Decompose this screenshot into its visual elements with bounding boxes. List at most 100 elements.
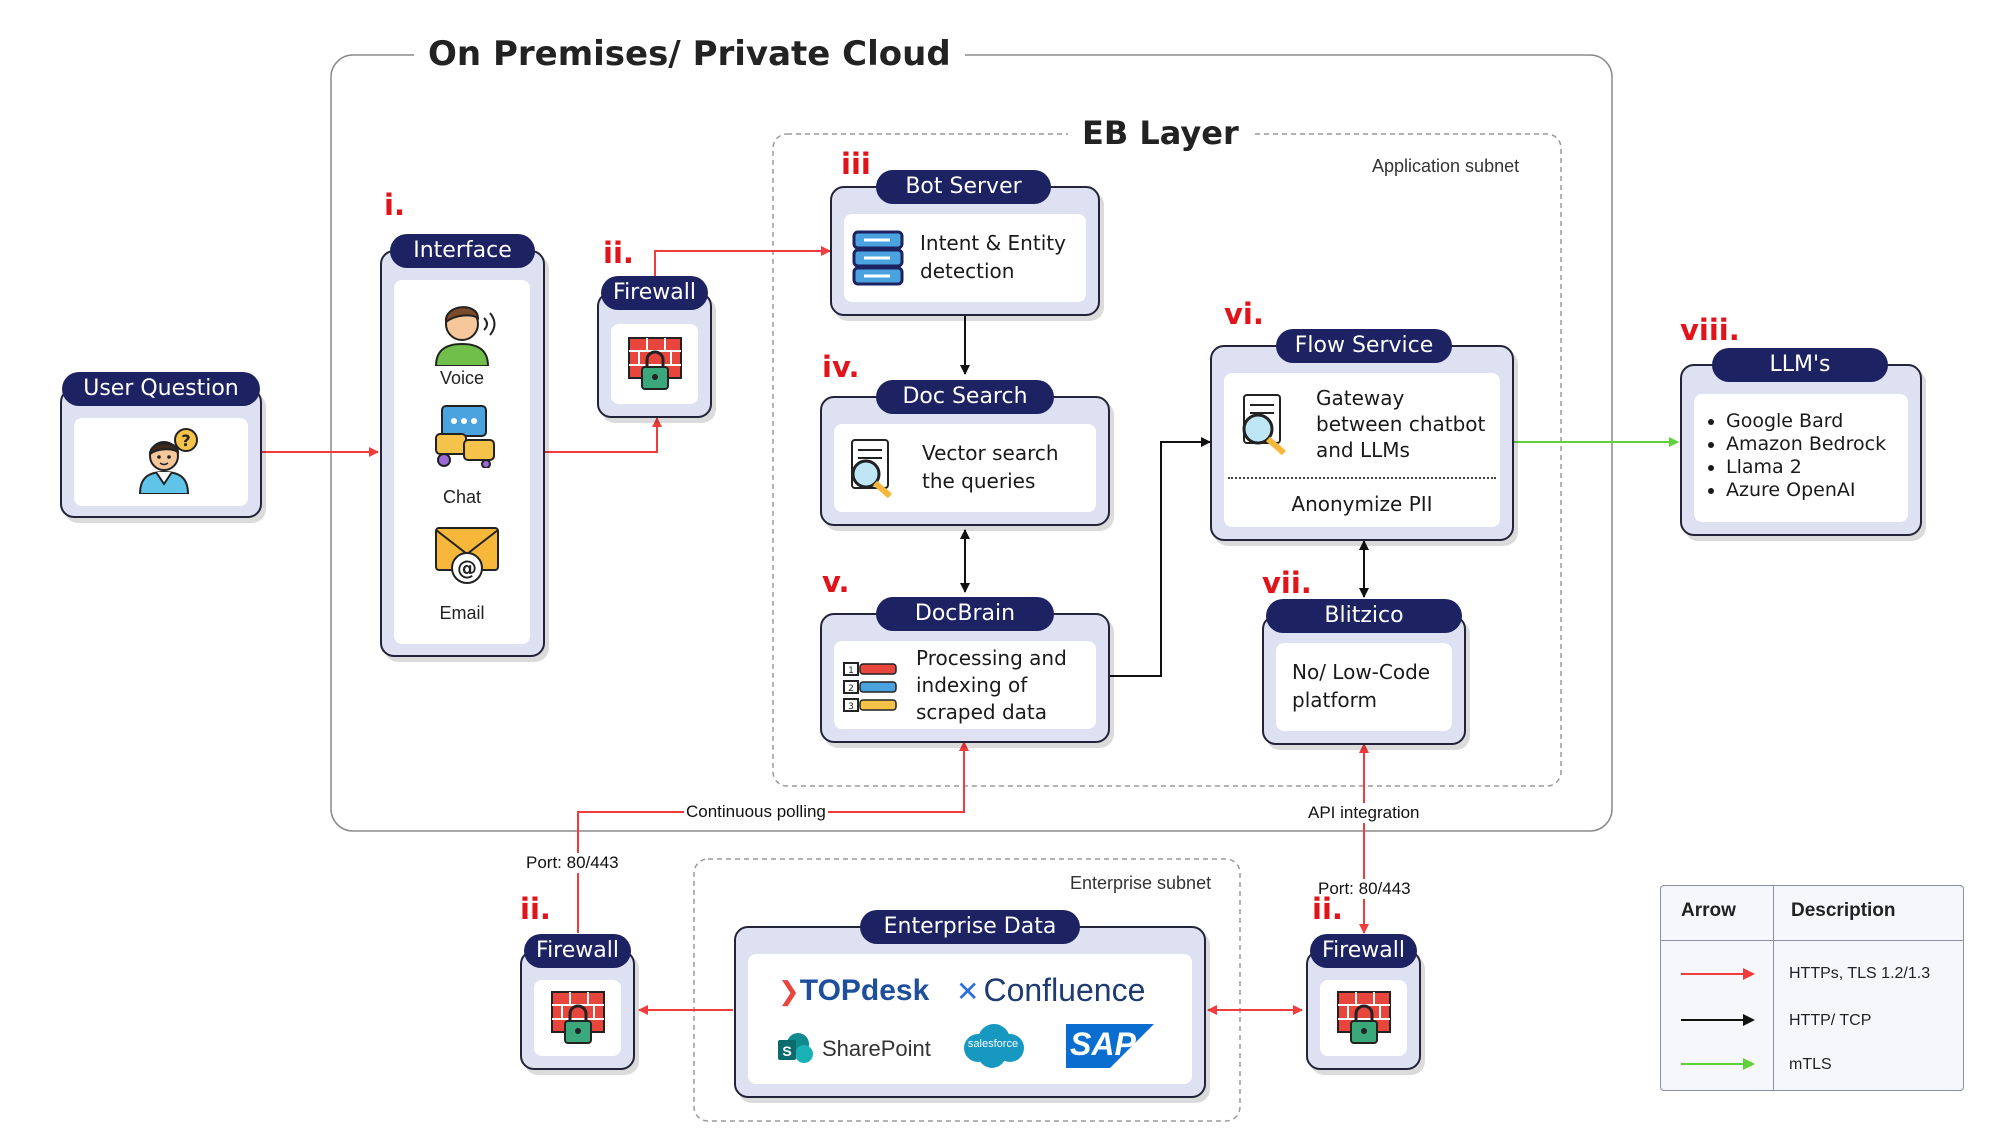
llms-header: LLM's: [1712, 348, 1888, 382]
doc-search-number: iv.: [822, 350, 860, 384]
bot-server-number: iii: [841, 147, 871, 181]
blitzico-number: vii.: [1262, 566, 1312, 600]
legend-column-divider: [1773, 886, 1774, 1090]
firewall-left-inner: [534, 980, 621, 1056]
voice-user-icon: [434, 306, 496, 366]
indexed-list-icon: 1 2 3: [843, 662, 897, 712]
legend-mtls-label: mTLS: [1789, 1056, 1832, 1073]
firewall-right-inner: [1320, 980, 1407, 1056]
interface-number: i.: [384, 188, 405, 222]
doc-search-node: Vector search the queries Doc Search: [820, 380, 1110, 526]
server-icon: [852, 230, 904, 286]
blitzico-line1: No/ Low-Code: [1292, 660, 1431, 684]
topdesk-logo-text: TOPdesk: [799, 974, 930, 1007]
on-premises-title: On Premises/ Private Cloud: [414, 34, 965, 74]
gateway-document-icon: [1242, 394, 1286, 455]
sap-logo: SAP: [1066, 1024, 1154, 1068]
firewall-right-header: Firewall: [1310, 934, 1417, 968]
legend-description-header: Description: [1791, 900, 1896, 921]
blitzico-line2: platform: [1292, 688, 1377, 712]
llms-node: Google Bard Amazon Bedrock Llama 2 Azure…: [1680, 348, 1922, 536]
enterprise-data-inner: ❯TOPdesk ✕Confluence S SharePoint salesf…: [748, 954, 1192, 1084]
firewall-right-port: Port: 80/443: [1318, 879, 1411, 899]
application-subnet-label: Application subnet: [1368, 156, 1524, 177]
llm-item: Azure OpenAI: [1726, 479, 1886, 502]
llm-item: Google Bard: [1726, 410, 1886, 433]
firewall-left-number: ii.: [520, 892, 551, 926]
interface-email-label: Email: [439, 603, 485, 623]
svg-text:S: S: [782, 1043, 791, 1059]
firewall-top-number: ii.: [603, 236, 634, 270]
firewall-left-node: Firewall: [520, 934, 635, 1070]
firewall-top-inner: [611, 324, 698, 404]
firewall-left-header: Firewall: [524, 934, 631, 968]
firewall-right-number: ii.: [1312, 892, 1343, 926]
salesforce-cloud-icon: [964, 1024, 1024, 1068]
continuous-polling-label: Continuous polling: [684, 802, 828, 822]
svg-text:3: 3: [848, 702, 854, 712]
enterprise-data-node: ❯TOPdesk ✕Confluence S SharePoint salesf…: [734, 910, 1206, 1098]
bot-server-line1: Intent & Entity: [920, 231, 1066, 255]
salesforce-logo-text: salesforce: [967, 1038, 1019, 1050]
interface-voice-label: Voice: [439, 368, 485, 388]
svg-text:2: 2: [848, 684, 854, 694]
bot-server-header: Bot Server: [876, 170, 1051, 204]
bot-server-node: Intent & Entity detection Bot Server: [830, 170, 1100, 316]
docbrain-header: DocBrain: [876, 597, 1054, 631]
legend-mtls-arrow: [1681, 1058, 1755, 1070]
flow-service-divider: [1228, 477, 1496, 479]
interface-inner: Voice Chat @ Email: [394, 280, 530, 644]
interface-header: Interface: [390, 234, 535, 268]
llm-item: Llama 2: [1726, 456, 1886, 479]
svg-text:1: 1: [848, 666, 854, 676]
firewall-right-node: Firewall: [1306, 934, 1421, 1070]
doc-search-header: Doc Search: [876, 380, 1054, 414]
topdesk-logo: ❯TOPdesk: [778, 974, 929, 1008]
salesforce-logo: salesforce: [960, 1022, 1026, 1070]
bot-server-line2: detection: [920, 259, 1015, 283]
blitzico-node: No/ Low-Code platform Blitzico: [1262, 599, 1466, 745]
sap-logo-text: SAP: [1070, 1026, 1136, 1062]
legend-header-divider: [1661, 940, 1963, 941]
legend-https-label: HTTPs, TLS 1.2/1.3: [1789, 965, 1931, 982]
enterprise-subnet-container: [693, 858, 1241, 1122]
firewall-top-icon: [628, 337, 682, 390]
confluence-logo-text: Confluence: [983, 972, 1146, 1008]
flow-service-inner: Gateway between chatbot and LLMs Anonymi…: [1224, 373, 1500, 527]
interface-chat-label: Chat: [442, 487, 482, 507]
flow-service-footer: Anonymize PII: [1291, 492, 1433, 516]
docbrain-line1: Processing and: [916, 646, 1067, 670]
api-integration-label: API integration: [1306, 803, 1422, 823]
topdesk-chevron-icon: ❯: [778, 977, 800, 1007]
svg-text:?: ?: [181, 431, 190, 450]
legend-arrow-header: Arrow: [1681, 900, 1736, 921]
arrow-interface-to-firewall: [545, 417, 662, 453]
user-question-node: ? User Question: [60, 372, 262, 518]
enterprise-subnet-label: Enterprise subnet: [1066, 873, 1216, 894]
legend-https-arrow: [1681, 968, 1755, 980]
flow-service-line3: and LLMs: [1316, 438, 1410, 462]
bot-server-inner: Intent & Entity detection: [844, 214, 1086, 302]
interface-node: Voice Chat @ Email Interface: [380, 234, 545, 657]
doc-search-line2: the queries: [922, 469, 1036, 493]
user-question-icon: ?: [138, 428, 198, 494]
confluence-mark-icon: ✕: [956, 975, 980, 1008]
llm-item: Amazon Bedrock: [1726, 433, 1886, 456]
arrow-continuous-polling: [577, 741, 969, 933]
docbrain-inner: 1 2 3 Processing and indexing of scraped…: [834, 641, 1096, 729]
legend-tcp-label: HTTP/ TCP: [1789, 1012, 1872, 1029]
flow-service-number: vi.: [1224, 297, 1264, 331]
arrow-docbrain-to-flow-service: [1109, 437, 1211, 677]
llms-inner: Google Bard Amazon Bedrock Llama 2 Azure…: [1694, 394, 1908, 522]
document-search-icon: [851, 439, 892, 498]
sharepoint-logo-text: SharePoint: [822, 1036, 931, 1061]
doc-search-line1: Vector search: [922, 441, 1059, 465]
blitzico-header: Blitzico: [1266, 599, 1462, 633]
confluence-logo: ✕Confluence: [956, 972, 1145, 1009]
llms-list: Google Bard Amazon Bedrock Llama 2 Azure…: [1700, 410, 1886, 502]
user-question-inner: ?: [74, 418, 248, 506]
firewall-left-icon: [551, 991, 605, 1044]
firewall-right-icon: [1337, 991, 1391, 1044]
legend-tcp-arrow: [1681, 1014, 1755, 1026]
